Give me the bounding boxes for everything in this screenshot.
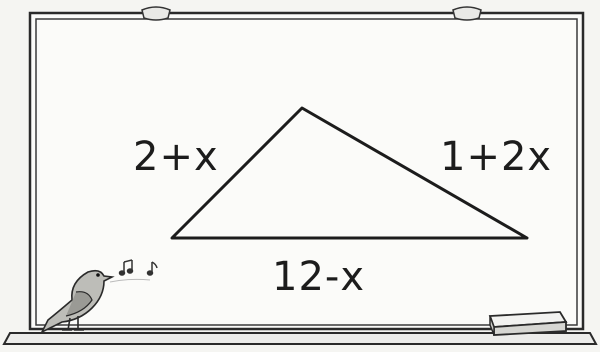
board-clip-icon: [141, 6, 171, 21]
side-label-left: 2+x: [133, 134, 219, 180]
music-notes-icon: [109, 259, 158, 283]
board-tray: [2, 332, 598, 345]
triangle-shape: [170, 106, 529, 240]
bird-icon: [40, 269, 115, 334]
side-label-right: 1+2x: [440, 134, 552, 180]
side-label-bottom: 12-x: [272, 254, 365, 300]
eraser-icon: [488, 311, 568, 336]
board-clip-icon: [452, 6, 482, 21]
